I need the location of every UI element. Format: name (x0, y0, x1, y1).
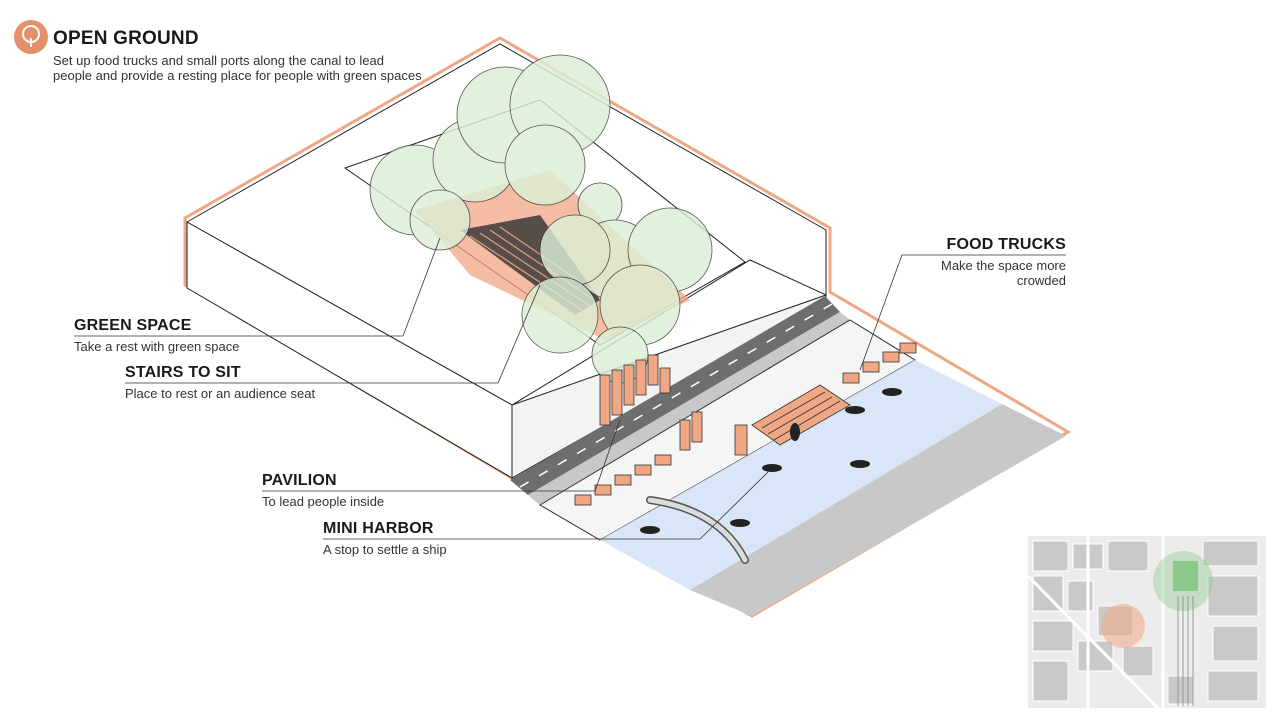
callout-stairs-to-sit: STAIRS TO SIT Place to rest or an audien… (125, 364, 315, 401)
callout-description: Place to rest or an audience seat (125, 386, 315, 401)
callout-green-space: GREEN SPACE Take a rest with green space (74, 317, 239, 354)
callout-pavilion: PAVILION To lead people inside (262, 472, 384, 509)
callout-title: PAVILION (262, 472, 384, 490)
callout-food-trucks: FOOD TRUCKS Make the space more crowded (900, 236, 1066, 288)
callout-description: Take a rest with green space (74, 339, 239, 354)
callout-mini-harbor: MINI HARBOR A stop to settle a ship (323, 520, 447, 557)
callout-description: A stop to settle a ship (323, 542, 447, 557)
tree-icon (14, 20, 48, 54)
callout-title: GREEN SPACE (74, 317, 239, 335)
callout-title: STAIRS TO SIT (125, 364, 315, 382)
callout-description: Make the space more crowded (900, 258, 1066, 288)
callout-description: To lead people inside (262, 494, 384, 509)
callout-title: FOOD TRUCKS (900, 236, 1066, 254)
page-title: OPEN GROUND (53, 28, 199, 50)
callout-title: MINI HARBOR (323, 520, 447, 538)
location-minimap (1028, 536, 1266, 708)
page-description: Set up food trucks and small ports along… (53, 53, 423, 83)
